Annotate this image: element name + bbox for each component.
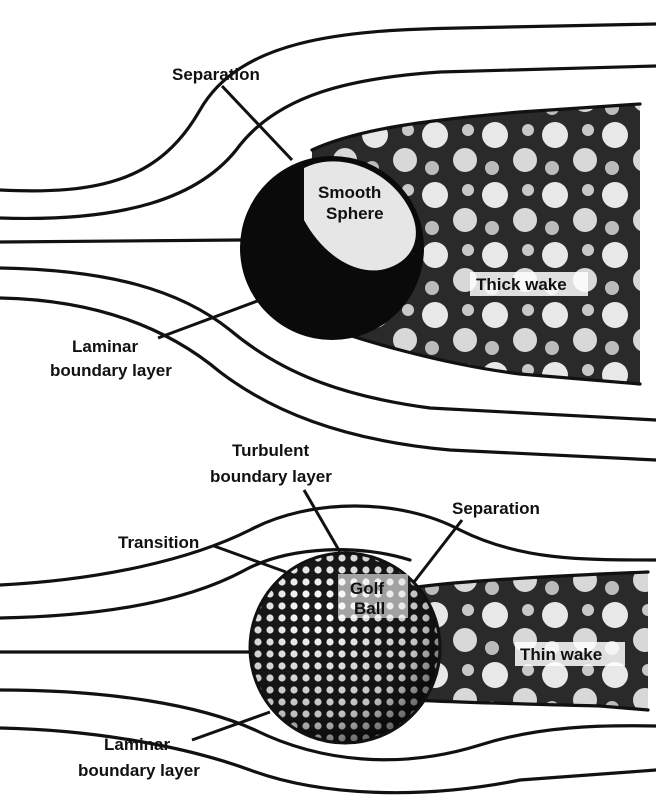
separation-leader-bottom xyxy=(414,520,462,582)
sphere-label-line1: Smooth xyxy=(318,183,381,202)
laminar-label-bottom-line2: boundary layer xyxy=(78,761,200,780)
bottom-panel: Turbulent boundary layer Transition Sepa… xyxy=(0,441,656,793)
thin-wake-label: Thin wake xyxy=(520,645,602,664)
laminar-leader-bottom xyxy=(192,712,270,740)
golf-ball xyxy=(250,553,440,743)
thin-wake-region xyxy=(410,572,648,710)
thick-wake-label: Thick wake xyxy=(476,275,567,294)
transition-label: Transition xyxy=(118,533,199,552)
ball-label-line1: Golf xyxy=(350,579,384,598)
turbulent-label-line1: Turbulent xyxy=(232,441,309,460)
laminar-label-bottom-line1: Laminar xyxy=(104,735,171,754)
laminar-label-top-line1: Laminar xyxy=(72,337,139,356)
top-panel: Separation Smooth Sphere Thick wake Lami… xyxy=(0,24,656,460)
laminar-leader-top xyxy=(158,300,260,338)
sphere-label-line2: Sphere xyxy=(326,204,384,223)
ball-label-line2: Ball xyxy=(354,599,385,618)
turbulent-label-line2: boundary layer xyxy=(210,467,332,486)
separation-leader-top xyxy=(222,86,292,160)
separation-label-top: Separation xyxy=(172,65,260,84)
turbulent-leader xyxy=(304,490,340,552)
separation-label-bottom: Separation xyxy=(452,499,540,518)
laminar-label-top-line2: boundary layer xyxy=(50,361,172,380)
